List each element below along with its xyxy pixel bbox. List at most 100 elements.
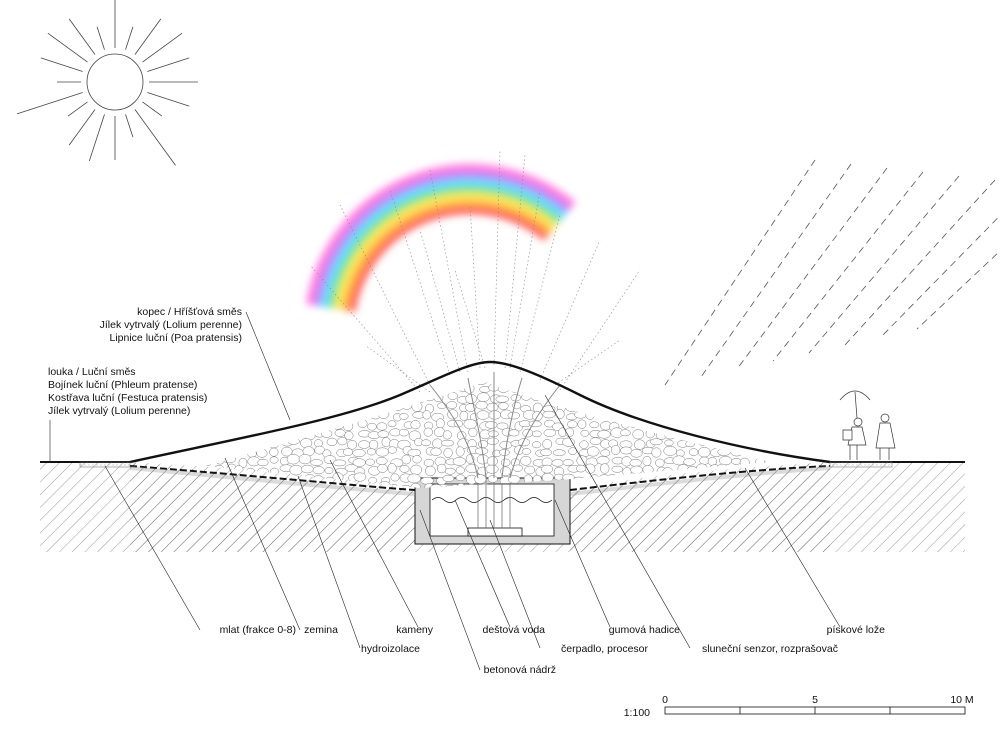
stone xyxy=(731,429,744,438)
stone xyxy=(755,384,764,393)
stone xyxy=(642,455,652,467)
stone xyxy=(432,438,443,449)
stone xyxy=(370,382,382,384)
stone xyxy=(356,393,366,403)
stone xyxy=(212,386,224,395)
stone xyxy=(254,382,268,384)
stone xyxy=(577,382,587,385)
label-betonova-nadrz: betonová nádrž xyxy=(484,664,556,676)
stone xyxy=(620,429,631,437)
stone xyxy=(632,386,642,395)
light-ray xyxy=(554,339,621,386)
stone xyxy=(645,428,655,439)
stone xyxy=(444,382,453,386)
stone xyxy=(267,420,277,428)
stone xyxy=(600,382,611,385)
stone xyxy=(542,439,553,450)
stone xyxy=(205,446,215,456)
stone xyxy=(751,419,764,430)
sun-ray xyxy=(125,26,134,50)
stone xyxy=(552,392,562,402)
stone xyxy=(398,428,410,437)
stone xyxy=(722,431,732,439)
hoses xyxy=(429,372,561,479)
label-senzor: sluneční senzor, rozprašovač xyxy=(702,643,838,655)
stone xyxy=(247,449,257,458)
stone xyxy=(256,448,268,458)
stone xyxy=(407,473,421,484)
stone xyxy=(214,421,228,429)
stone xyxy=(288,382,300,386)
stone xyxy=(353,382,366,385)
stone xyxy=(288,403,301,414)
stone xyxy=(633,404,643,414)
stone xyxy=(588,383,599,394)
stone xyxy=(455,446,465,457)
stone xyxy=(551,459,564,467)
stone xyxy=(727,385,740,393)
stone xyxy=(721,391,731,402)
light-rays xyxy=(309,149,641,393)
stone xyxy=(366,448,376,456)
label-meadow-species-1: Bojínek luční (Phleum pratense) xyxy=(48,379,197,391)
stone xyxy=(719,419,729,428)
stone xyxy=(633,439,646,450)
stone xyxy=(211,428,222,438)
stone xyxy=(674,382,688,386)
stone xyxy=(708,422,719,430)
stone xyxy=(321,429,333,438)
stone xyxy=(649,438,663,446)
stone xyxy=(265,382,279,384)
stone xyxy=(521,393,532,401)
stone xyxy=(205,411,212,421)
stone xyxy=(700,410,710,419)
stone xyxy=(628,418,640,428)
stone xyxy=(235,449,244,457)
sun-ray xyxy=(96,26,105,50)
stone xyxy=(289,464,303,476)
stone xyxy=(739,392,751,403)
stone xyxy=(323,455,337,465)
stone xyxy=(332,459,347,467)
stone xyxy=(444,467,456,475)
stone xyxy=(694,394,707,405)
stone xyxy=(334,429,346,437)
stone xyxy=(485,382,498,384)
stone xyxy=(664,430,677,440)
stone xyxy=(287,437,300,445)
stone xyxy=(334,396,344,404)
stone xyxy=(267,401,281,412)
stone xyxy=(478,440,489,448)
stone xyxy=(576,455,588,466)
stone xyxy=(651,447,662,458)
stone xyxy=(455,466,465,475)
stone xyxy=(257,394,267,403)
light-ray xyxy=(339,204,431,386)
stone xyxy=(468,427,478,438)
rainbow-icon xyxy=(306,164,576,312)
stone xyxy=(645,402,655,412)
sun-ray xyxy=(68,18,96,55)
stone xyxy=(221,447,233,455)
stone xyxy=(508,429,520,437)
scale-tick-0: 0 xyxy=(662,694,668,706)
scale-tick-10: 10 M xyxy=(950,694,973,706)
rain-line xyxy=(916,250,1000,330)
stone xyxy=(554,473,564,481)
stone xyxy=(587,382,598,387)
stone xyxy=(710,412,722,421)
stone xyxy=(562,437,575,447)
stone xyxy=(567,420,578,429)
stone xyxy=(610,445,621,455)
stone xyxy=(501,382,511,387)
stone xyxy=(542,392,555,401)
stone xyxy=(541,384,556,395)
stone xyxy=(732,391,742,401)
stone xyxy=(375,447,389,457)
stone xyxy=(488,410,501,420)
sun-ray xyxy=(134,18,162,55)
stone xyxy=(767,382,770,385)
stone xyxy=(520,455,532,466)
light-ray xyxy=(469,204,481,369)
stone xyxy=(667,419,678,427)
